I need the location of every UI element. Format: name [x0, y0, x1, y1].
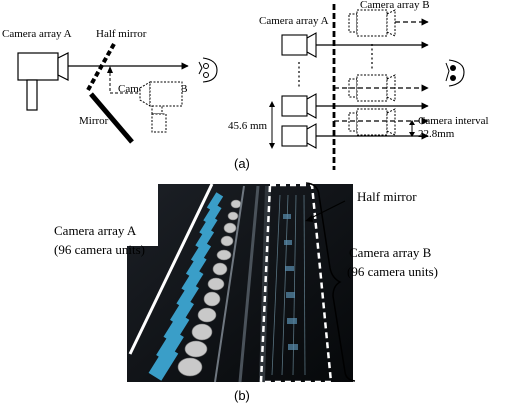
- right-label-camera-array-b: Camera array B: [360, 0, 430, 11]
- camera-a-unit-top-icon: [281, 32, 317, 58]
- rail-1: [214, 185, 245, 383]
- array-a-outline: [128, 183, 214, 355]
- caption-b: (b): [234, 388, 250, 403]
- interval-arrowhead-bottom: [409, 132, 415, 137]
- right-eye-icon: [445, 59, 465, 87]
- eye-icon: [198, 57, 218, 83]
- camera-a-unit-bottom-icon: [281, 123, 317, 149]
- array-b-outline: [259, 183, 333, 384]
- camera-a-unit-middle-icon: [281, 93, 317, 119]
- rail-2: [238, 185, 260, 383]
- array-b-brace: [305, 182, 356, 382]
- caption-a: (a): [234, 156, 250, 171]
- panel-b-photo: [127, 183, 353, 384]
- camera-b-icon: [139, 81, 183, 133]
- lens-row-photo: [177, 199, 242, 377]
- camera-b-unit-top-icon: [348, 9, 396, 37]
- panel-a-left: Camera array A Half mirror Mirror Camera…: [2, 28, 218, 144]
- label-array-b-line2: (96 camera units): [347, 264, 438, 279]
- mirror-line: [89, 92, 134, 144]
- spacing-arrowhead-bottom: [269, 143, 275, 149]
- right-label-interval-value: 22.8mm: [418, 128, 455, 140]
- camera-a-icon: [17, 52, 69, 111]
- left-label-half-mirror: Half mirror: [96, 28, 147, 40]
- mirror-reflection-cameras: [283, 214, 298, 350]
- half-mirror-line: [86, 43, 116, 91]
- interval-arrowhead-top: [409, 120, 415, 125]
- panel-a-right: Camera array A Camera array B: [228, 0, 489, 170]
- half-mirror-pointer: [308, 200, 346, 220]
- left-label-camera-array-a: Camera array A: [2, 28, 72, 40]
- photo-background: [127, 184, 353, 382]
- reflected-ray-arrowhead: [107, 66, 113, 73]
- label-array-b-line1: Camera array B: [349, 245, 432, 260]
- right-label-spacing: 45.6 mm: [228, 120, 268, 132]
- left-label-mirror: Mirror: [79, 115, 109, 127]
- label-array-a-line2: (96 camera units): [54, 242, 145, 257]
- camera-b-unit-middle-icon: [348, 74, 396, 102]
- label-array-a-line1: Camera array A: [54, 223, 137, 238]
- right-label-camera-interval: Camera interval: [418, 115, 489, 127]
- label-half-mirror-photo: Half mirror: [357, 189, 417, 204]
- camera-b-unit-bottom-icon: [348, 108, 396, 136]
- camera-array-a-photo: [148, 192, 224, 381]
- spacing-arrowhead-top: [269, 101, 275, 107]
- half-mirror-pointer-arrowhead: [305, 215, 313, 222]
- right-label-camera-array-a: Camera array A: [259, 15, 329, 27]
- mirror-region-photo: [271, 194, 306, 376]
